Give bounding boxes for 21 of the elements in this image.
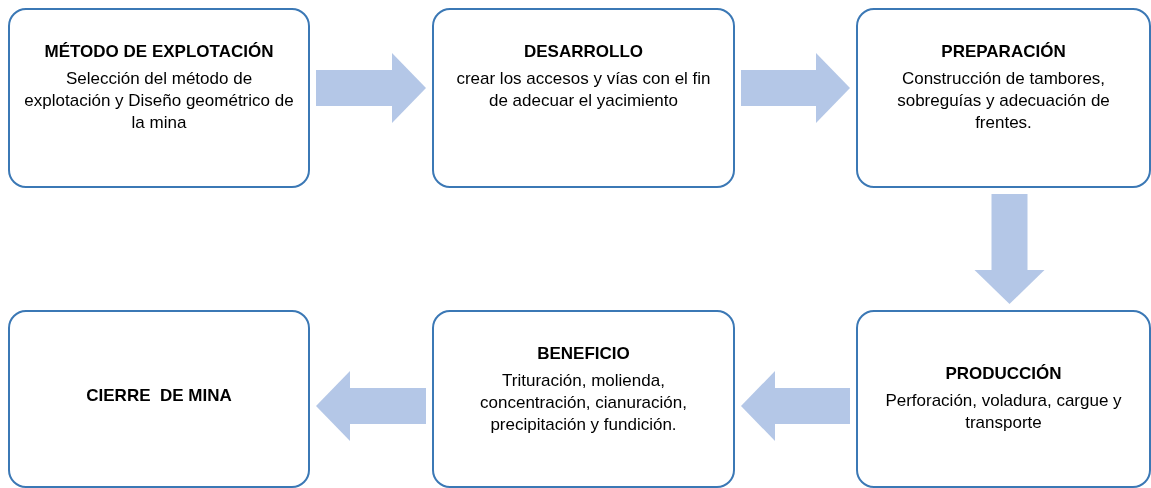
box-heading: BENEFICIO [537, 344, 630, 364]
box-description: Perforación, voladura, cargue y transporte [884, 389, 1123, 434]
block-arrow [974, 194, 1045, 304]
box-description: Trituración, molienda, concentración, cianuración, precipitación y fundición. [479, 370, 688, 437]
box-description: Construcción de tambores, sobreguías y adecuación de frentes. [896, 68, 1111, 135]
box-description: crear los accesos y vías con el fin de adecuar el yacimiento [455, 68, 712, 113]
block-arrow [741, 53, 850, 123]
box-heading: MÉTODO DE EXPLOTACIÓN [44, 42, 274, 62]
box-description: Selección del método de explotación y Diseño geométrico de la mina [24, 68, 294, 135]
process-box [432, 310, 735, 488]
box-heading: DESARROLLO [524, 42, 643, 62]
process-box [8, 8, 310, 188]
process-box [856, 310, 1151, 488]
process-box [856, 8, 1151, 188]
box-heading: CIERRE DE MINA [86, 386, 232, 406]
process-box [8, 310, 310, 488]
box-heading: PREPARACIÓN [941, 42, 1066, 62]
block-arrow [316, 53, 426, 123]
box-heading: PRODUCCIÓN [945, 363, 1062, 384]
process-box [432, 8, 735, 188]
block-arrow [741, 371, 850, 441]
